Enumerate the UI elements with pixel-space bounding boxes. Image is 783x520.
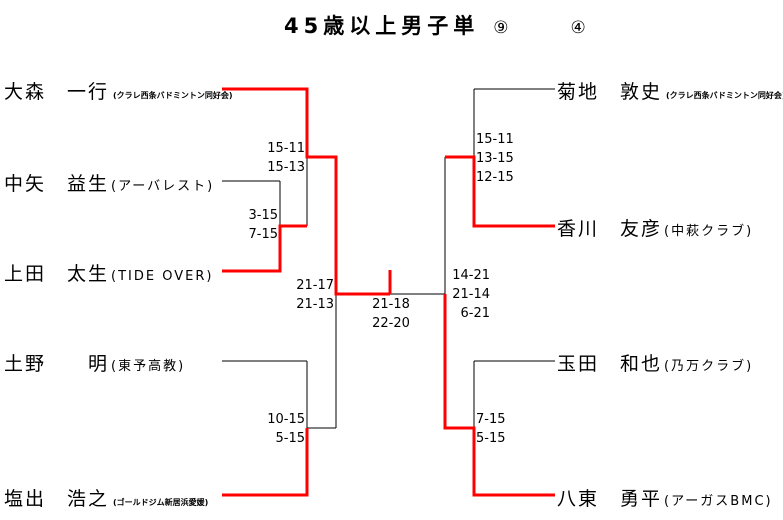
score-game: 21-17 bbox=[296, 278, 334, 293]
player-club: (アーバレスト) bbox=[111, 179, 215, 194]
winner-path-omori bbox=[222, 87, 390, 296]
player-name: 香川 友彦 bbox=[557, 218, 663, 240]
score-left-semi: 21-17 21-13 bbox=[280, 276, 334, 314]
score-game: 21-13 bbox=[296, 297, 334, 312]
player-club: (TIDE OVER) bbox=[111, 269, 214, 284]
score-right-semi: 14-21 21-14 6-21 bbox=[448, 266, 490, 323]
player-club: (クラレ西条バドミントン同好会) bbox=[113, 91, 233, 100]
player-club: (中萩クラブ) bbox=[664, 224, 754, 239]
player-club: (ゴールドジム新居浜愛媛) bbox=[113, 498, 209, 507]
player-name: 大森 一行 bbox=[4, 81, 110, 103]
score-game: 15-11 bbox=[476, 132, 514, 147]
player-name: 土野 明 bbox=[4, 353, 110, 375]
right-player-4: 八東 勇平 (アーガスBMC) bbox=[557, 484, 773, 511]
left-player-5: 塩出 浩之 (ゴールドジム新居浜愛媛) bbox=[4, 484, 208, 511]
left-player-2: 中矢 益生 (アーバレスト) bbox=[4, 169, 214, 196]
score-game: 3-15 bbox=[248, 208, 278, 223]
right-player-1: 菊地 敦史 (クラレ西条バドミントン同好会) bbox=[557, 77, 783, 104]
score-left-r1: 3-15 7-15 bbox=[240, 206, 278, 244]
bracket-winner-lines bbox=[222, 87, 555, 497]
left-player-1: 大森 一行 (クラレ西条バドミントン同好会) bbox=[4, 77, 233, 104]
winner-path-yatsuhigashi bbox=[443, 294, 555, 497]
score-game: 22-20 bbox=[372, 316, 410, 331]
score-game: 12-15 bbox=[476, 170, 514, 185]
player-club: (東予高教) bbox=[111, 359, 186, 374]
left-player-3: 上田 太生 (TIDE OVER) bbox=[4, 259, 213, 286]
bracket-black-lines bbox=[222, 88, 555, 429]
winner-path-kagawa bbox=[445, 155, 555, 228]
player-name: 玉田 和也 bbox=[557, 353, 663, 375]
score-left-r2-top: 15-11 15-13 bbox=[250, 139, 305, 177]
score-game: 5-15 bbox=[476, 431, 506, 446]
left-player-4: 土野 明 (東予高教) bbox=[4, 349, 185, 376]
seed-number-b: ④ bbox=[570, 18, 586, 38]
winner-path-ueda bbox=[222, 224, 307, 273]
bracket-title: 45歳以上男子単 ⑨ ④ bbox=[284, 10, 586, 40]
score-game: 21-18 bbox=[372, 297, 410, 312]
player-club: (乃万クラブ) bbox=[664, 359, 754, 374]
score-game: 10-15 bbox=[267, 412, 305, 427]
right-player-2: 香川 友彦 (中萩クラブ) bbox=[557, 214, 753, 241]
score-game: 15-11 bbox=[267, 141, 305, 156]
player-club: (アーガスBMC) bbox=[664, 494, 773, 509]
score-game: 13-15 bbox=[476, 151, 514, 166]
winner-path-shiode bbox=[222, 428, 309, 497]
player-name: 中矢 益生 bbox=[4, 173, 110, 195]
score-game: 5-15 bbox=[275, 431, 305, 446]
score-right-top: 15-11 13-15 12-15 bbox=[476, 130, 514, 187]
score-game: 7-15 bbox=[248, 227, 278, 242]
player-name: 上田 太生 bbox=[4, 263, 110, 285]
player-name: 八東 勇平 bbox=[557, 488, 663, 510]
score-game: 21-14 bbox=[452, 287, 490, 302]
player-name: 菊地 敦史 bbox=[557, 81, 663, 103]
player-club: (クラレ西条バドミントン同好会) bbox=[666, 91, 783, 100]
score-game: 15-13 bbox=[267, 160, 305, 175]
right-player-3: 玉田 和也 (乃万クラブ) bbox=[557, 349, 753, 376]
score-game: 6-21 bbox=[460, 306, 490, 321]
score-left-r2-bottom: 10-15 5-15 bbox=[250, 410, 305, 448]
score-game: 7-15 bbox=[476, 412, 506, 427]
score-final: 21-18 22-20 bbox=[366, 295, 416, 333]
title-text: 45歳以上男子単 bbox=[284, 14, 480, 38]
score-game: 14-21 bbox=[452, 268, 490, 283]
seed-number-a: ⑨ bbox=[493, 18, 509, 38]
score-right-bottom: 7-15 5-15 bbox=[476, 410, 506, 448]
player-name: 塩出 浩之 bbox=[4, 488, 110, 510]
